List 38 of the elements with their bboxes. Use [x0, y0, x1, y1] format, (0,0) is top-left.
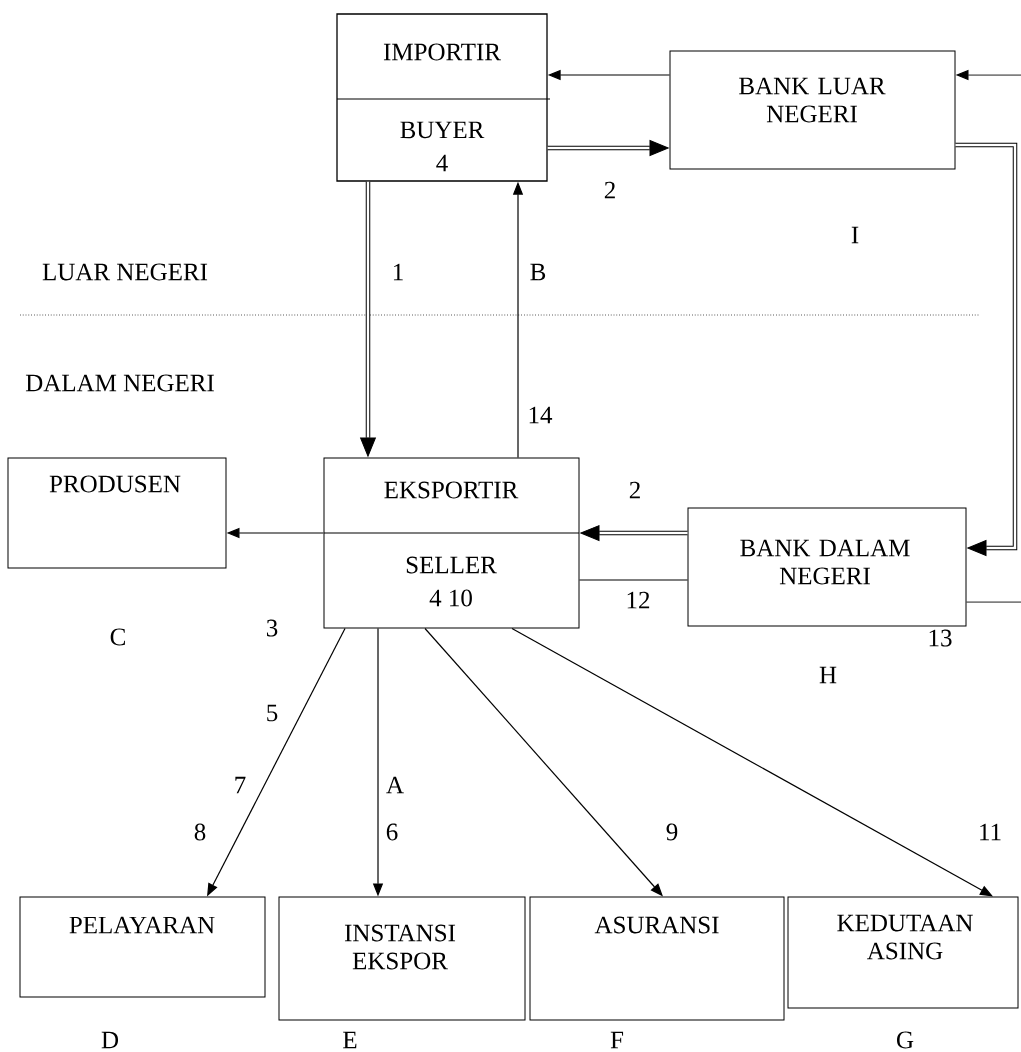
- region-label: LUAR NEGERI: [41, 262, 209, 282]
- edge-label: A: [385, 775, 406, 795]
- process-box: INSTANSI EKSPOR: [278, 896, 526, 1021]
- edge-label: 1: [390, 262, 406, 282]
- process-box: PELAYARAN: [19, 896, 266, 998]
- edge-label: 2: [602, 180, 618, 200]
- arrow: [580, 525, 688, 541]
- process-box: IMPORTIR BUYER 4: [336, 13, 551, 182]
- step-number: 8: [192, 822, 208, 842]
- process-box: BANK LUAR NEGERI: [669, 50, 956, 170]
- arrow: [511, 627, 993, 897]
- letter-label: F: [610, 1031, 624, 1049]
- letter-label: E: [343, 1031, 357, 1049]
- edge-label: 9: [664, 822, 680, 842]
- arrow: [955, 142, 1018, 556]
- arrow: [360, 181, 376, 457]
- edge-label: 13: [926, 628, 954, 648]
- process-box: BANK DALAM NEGERI: [687, 507, 967, 627]
- edge-label: 2: [627, 480, 643, 500]
- letter-label: I: [851, 226, 859, 244]
- region-label: DALAM NEGERI: [24, 373, 216, 393]
- edge-label: 11: [976, 822, 1004, 842]
- edge-label: 5: [264, 703, 280, 723]
- edge-label: B: [528, 262, 548, 282]
- step-number: 14: [526, 405, 554, 425]
- process-box: EKSPORTIR SELLER 4 10: [323, 457, 580, 629]
- edge-label: 12: [624, 590, 652, 610]
- edge-label: 3: [264, 618, 280, 638]
- arrow: [547, 140, 669, 156]
- step-number: 7: [232, 775, 248, 795]
- letter-label: G: [897, 1031, 914, 1049]
- process-box: KEDUTAAN ASING: [787, 896, 1019, 1009]
- letter-label: C: [110, 628, 125, 646]
- process-box: PRODUSEN: [7, 457, 227, 569]
- letter-label: D: [101, 1031, 118, 1049]
- letter-label: H: [819, 666, 837, 684]
- process-box: ASURANSI: [529, 896, 785, 1021]
- step-number: 6: [384, 822, 400, 842]
